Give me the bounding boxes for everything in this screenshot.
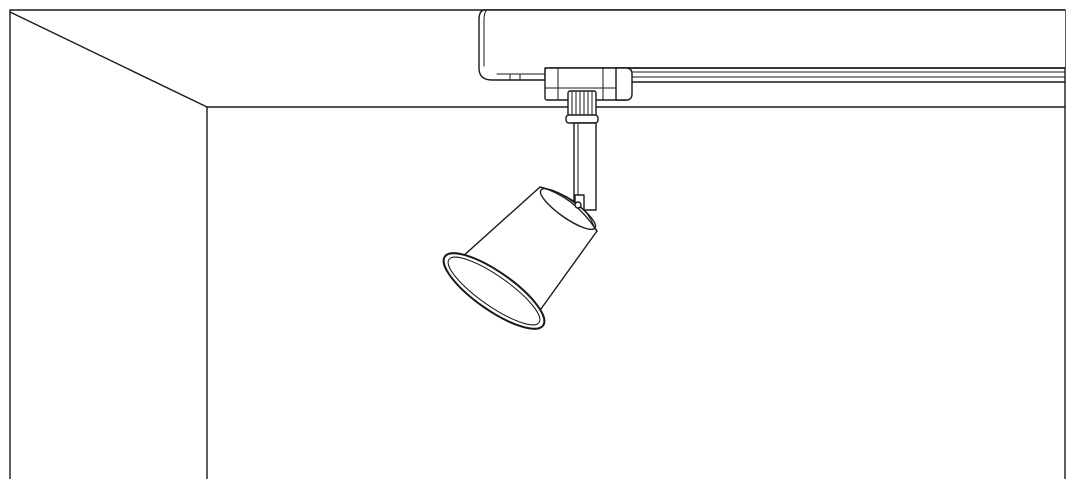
spotlight-head-icon [442, 186, 598, 330]
ceiling-corner-diagonal [9, 11, 208, 108]
ceiling-track-rail-icon [478, 9, 1066, 83]
spotlight-stem-icon [565, 90, 599, 212]
track-adapter-icon [544, 67, 633, 101]
